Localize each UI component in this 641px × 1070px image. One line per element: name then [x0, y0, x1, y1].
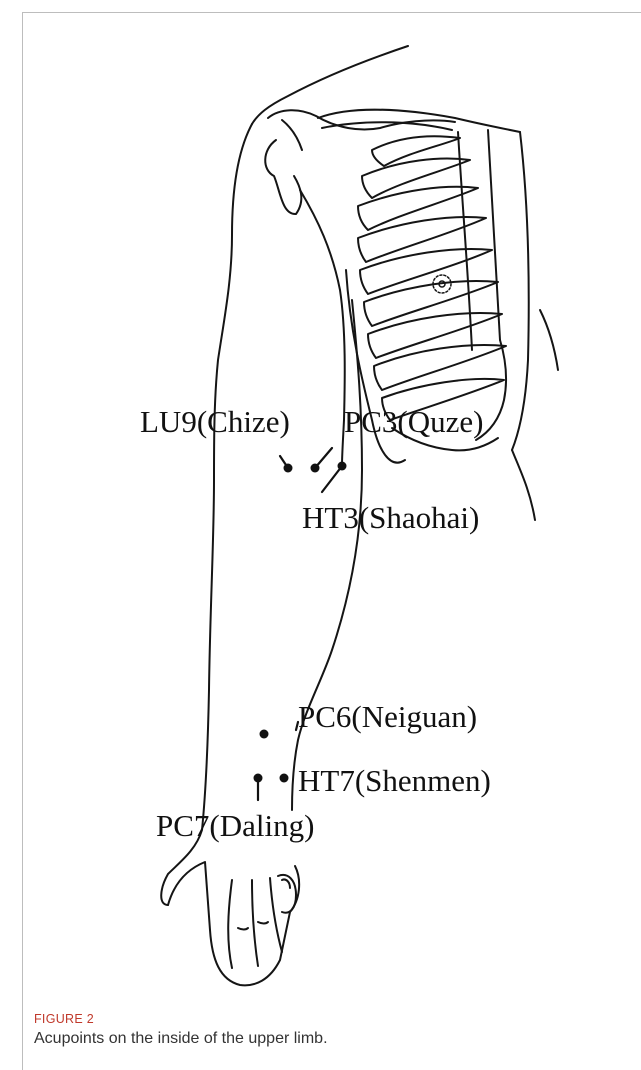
neck-line — [252, 46, 408, 124]
ht3-point — [338, 462, 347, 471]
rib-3 — [358, 187, 478, 230]
pc3-point — [311, 464, 320, 473]
thumb-nail — [282, 879, 290, 888]
humeral-head — [265, 140, 301, 214]
figure-label: FIGURE 2 — [34, 1012, 94, 1026]
finger-crease-2 — [258, 922, 268, 924]
palm-outline — [168, 862, 299, 985]
armpit-line — [300, 190, 345, 465]
torso-right-edge — [512, 132, 529, 450]
rib-2 — [362, 159, 470, 198]
lu9-point — [284, 464, 293, 473]
finger-1 — [228, 880, 232, 968]
pc7-point — [254, 774, 263, 783]
pc3-label: PC3(Quze) — [344, 404, 483, 439]
ht3-label: HT3(Shaohai) — [302, 500, 479, 535]
pc6-label: PC6(Neiguan) — [298, 699, 477, 734]
finger-2 — [252, 880, 258, 966]
ht7-label: HT7(Shenmen) — [298, 763, 491, 798]
lu9-label: LU9(Chize) — [140, 404, 290, 439]
sternum-right — [488, 130, 500, 340]
abdomen-line — [512, 450, 535, 520]
ht3-leader — [322, 466, 342, 492]
outer-arm-contour — [161, 124, 252, 905]
pc7-label: PC7(Daling) — [156, 808, 314, 843]
figure-caption: Acupoints on the inside of the upper lim… — [34, 1030, 328, 1048]
finger-crease-1 — [238, 928, 248, 930]
ht7-point — [280, 774, 289, 783]
acromion — [282, 120, 302, 150]
pc6-point — [260, 730, 269, 739]
upper-limb-illustration: LU9(Chize) PC3(Quze) HT3(Shaohai) PC6(Ne… — [0, 0, 641, 1000]
finger-3 — [270, 878, 282, 952]
torso-line — [540, 310, 558, 370]
